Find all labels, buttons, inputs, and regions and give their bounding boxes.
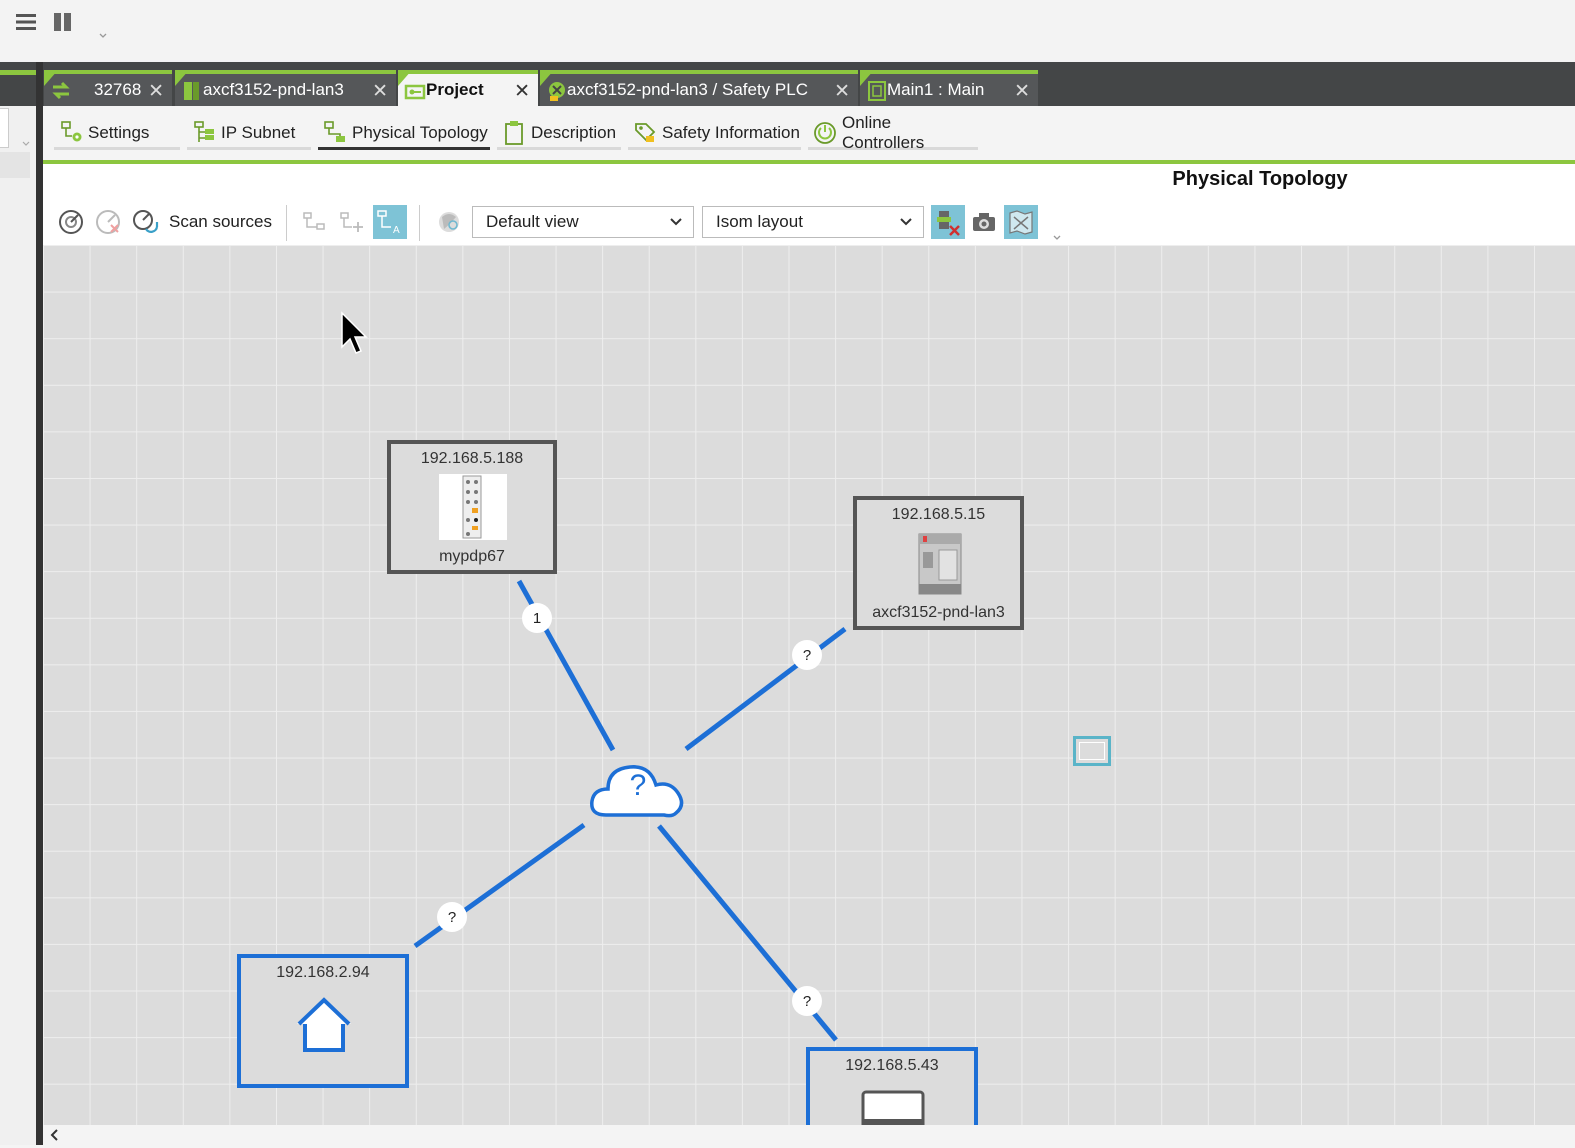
program-icon — [866, 80, 886, 101]
close-icon[interactable]: ✕ — [1014, 81, 1030, 102]
port-badge-192-168-2-94[interactable]: ? — [437, 902, 467, 932]
cloud-label: ? — [629, 769, 647, 802]
safety-tag-icon — [635, 123, 656, 142]
port-badge-192-168-5-43[interactable]: ? — [792, 986, 822, 1016]
subtab-label: Physical Topology — [352, 122, 488, 142]
device-node-192-168-5-43[interactable]: 192.168.5.43 — [806, 1047, 978, 1125]
tab-main1[interactable]: Main1 : Main ✕ — [860, 70, 1038, 106]
subtab-online-controllers[interactable]: Online Controllers — [808, 113, 978, 152]
subtab-ip-subnet[interactable]: IP Subnet — [187, 118, 311, 150]
app-toolbar — [0, 0, 1575, 63]
subtab-physical-topology[interactable]: Physical Topology — [318, 118, 490, 150]
plc-controller-icon — [913, 530, 967, 598]
controller-icon — [181, 80, 199, 100]
scan-sources-button[interactable]: Scan sources — [169, 212, 272, 231]
toolbar-overflow-chevron-icon[interactable] — [1052, 229, 1062, 240]
device-ip: 192.168.2.94 — [276, 964, 370, 981]
tab-label: Project — [426, 80, 484, 99]
panel-splitter[interactable] — [36, 62, 43, 1145]
overflow-chevron-icon[interactable] — [98, 26, 108, 38]
safety-plc-icon — [546, 80, 565, 101]
side-chevron-icon[interactable] — [21, 134, 31, 146]
side-panel-input[interactable] — [0, 108, 9, 148]
svg-text:A: A — [393, 225, 400, 236]
tab-axcf3152-pnd-lan3[interactable]: axcf3152-pnd-lan3 ✕ — [175, 70, 396, 106]
editor-status-strip — [43, 1125, 1575, 1145]
editor-subtab-bar — [43, 106, 1575, 164]
subtab-label: Settings — [88, 122, 150, 142]
home-icon — [291, 990, 357, 1056]
panels-icon[interactable] — [53, 12, 73, 32]
subtab-label: Safety Information — [662, 122, 800, 142]
port-badge-axcf3152[interactable]: ? — [792, 640, 822, 670]
tab-label: axcf3152-pnd-lan3 — [203, 80, 344, 99]
close-icon[interactable]: ✕ — [834, 81, 850, 102]
cloud-switch-icon[interactable] — [588, 755, 688, 821]
subtab-safety-information[interactable]: Safety Information — [628, 118, 801, 150]
tab-label: axcf3152-pnd-lan3 / Safety PLC — [567, 80, 808, 99]
tab-label: 32768 — [94, 80, 142, 99]
toolbar-divider — [419, 205, 420, 241]
side-panel-row[interactable] — [0, 152, 30, 178]
topology-icon — [324, 121, 345, 142]
device-node-mypdp67[interactable]: 192.168.5.188 mypdp67 — [387, 440, 557, 574]
tab-label: Main1 : Main — [887, 80, 985, 99]
device-node-192-168-2-94[interactable]: 192.168.2.94 — [237, 954, 409, 1088]
add-link-icon[interactable] — [338, 205, 368, 239]
subtab-label: Online Controllers — [842, 112, 925, 152]
mouse-cursor-icon — [340, 311, 370, 357]
page-title: Physical Topology — [1172, 168, 1348, 190]
project-key-icon — [404, 80, 426, 100]
tab-safety-plc[interactable]: axcf3152-pnd-lan3 / Safety PLC ✕ — [540, 70, 858, 106]
transfer-icon — [50, 80, 70, 100]
device-ip: 192.168.5.43 — [845, 1057, 939, 1074]
hamburger-menu-icon[interactable] — [16, 12, 36, 32]
device-name: axcf3152-pnd-lan3 — [872, 604, 1005, 621]
layout-select-value: Isom layout — [716, 212, 803, 231]
subtab-settings[interactable]: Settings — [54, 118, 180, 150]
subtab-description[interactable]: Description — [497, 118, 621, 150]
layout-select[interactable]: Isom layout — [702, 206, 924, 238]
settings-icon — [61, 121, 82, 142]
subtab-label: Description — [531, 122, 617, 142]
close-icon[interactable]: ✕ — [148, 81, 164, 102]
chevron-down-icon — [900, 218, 912, 226]
auto-layout-icon[interactable]: A — [373, 205, 407, 239]
camera-icon[interactable] — [969, 205, 999, 239]
refresh-scan-icon[interactable] — [130, 205, 160, 239]
side-panel — [0, 106, 36, 1145]
io-module-icon — [439, 474, 507, 540]
close-icon[interactable]: ✕ — [372, 81, 388, 102]
online-controller-icon — [814, 122, 836, 144]
view-select[interactable]: Default view — [472, 206, 694, 238]
globe-search-icon[interactable] — [434, 205, 464, 239]
toolbar-divider — [286, 205, 287, 241]
monitor-icon — [860, 1089, 926, 1125]
scan-icon[interactable] — [56, 205, 86, 239]
subtab-label: IP Subnet — [221, 122, 296, 142]
tab-32768[interactable]: 32768 ✕ — [44, 70, 172, 106]
device-name: mypdp67 — [439, 548, 505, 565]
topology-canvas[interactable]: ? 192.168.5.188 mypdp67 1 192.168.5.15 a… — [43, 245, 1575, 1125]
device-ip: 192.168.5.15 — [891, 506, 986, 523]
scroll-left-chevron-icon[interactable] — [47, 1127, 61, 1143]
view-select-value: Default view — [486, 212, 579, 231]
tab-project[interactable]: Project ✕ — [398, 70, 538, 106]
chevron-down-icon — [670, 218, 682, 226]
link-192-168-2-94[interactable] — [413, 822, 586, 949]
placeholder-device-icon[interactable] — [1073, 736, 1111, 766]
device-node-axcf3152-pnd-lan3[interactable]: 192.168.5.15 axcf3152-pnd-lan3 — [853, 496, 1024, 630]
map-overview-icon[interactable] — [1004, 205, 1038, 239]
port-badge-mypdp67[interactable]: 1 — [522, 603, 552, 633]
network-tree-icon — [194, 121, 214, 142]
close-icon[interactable]: ✕ — [514, 81, 530, 102]
device-ip: 192.168.5.188 — [420, 450, 524, 467]
stop-scan-icon[interactable] — [93, 205, 123, 239]
remove-link-icon[interactable] — [301, 205, 331, 239]
clipboard-icon — [505, 121, 523, 145]
link-axcf3152[interactable] — [684, 627, 847, 751]
delete-device-icon[interactable] — [931, 205, 965, 239]
side-tab-accent — [0, 70, 38, 75]
